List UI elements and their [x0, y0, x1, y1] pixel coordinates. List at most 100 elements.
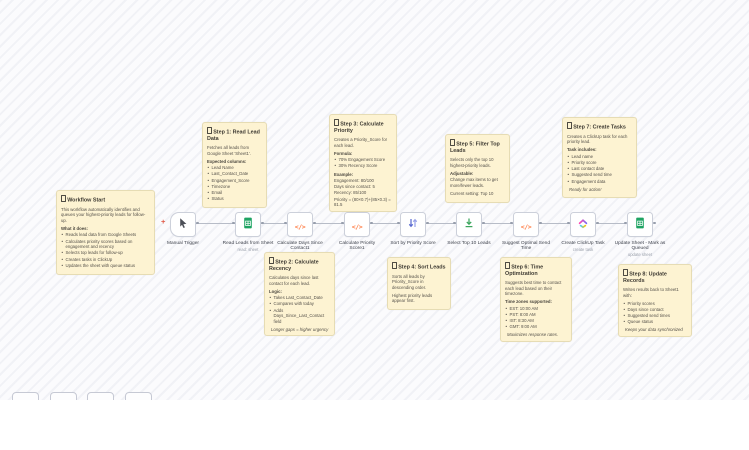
node-calculate-priority-score1[interactable]: </> Calculate Priority Score1: [331, 212, 383, 252]
node-input-port[interactable]: [341, 221, 344, 225]
missing-glyph-icon: [61, 195, 66, 202]
fit-view-button[interactable]: [87, 392, 114, 400]
missing-glyph-icon: [623, 269, 628, 276]
node-output-port[interactable]: [261, 221, 264, 225]
missing-glyph-icon: [505, 262, 510, 269]
node-output-port[interactable]: [539, 221, 542, 225]
note-paragraph: Sorts all leads by Priority_Score in des…: [392, 273, 427, 290]
note-list-item: Compares with today: [269, 301, 330, 307]
note-title: Step 8: Update Records: [623, 269, 687, 285]
node-label: Calculate Days Since Contact1: [277, 240, 323, 252]
code-icon: </>: [294, 222, 306, 231]
zoom-out-button[interactable]: [50, 392, 77, 400]
note-heading: What it does:: [61, 225, 88, 231]
node-output-port[interactable]: [370, 221, 373, 225]
node-output-port[interactable]: [653, 221, 656, 225]
missing-glyph-icon: [392, 262, 397, 269]
note-heading: Time zones supported:: [505, 299, 552, 305]
note-title: Workflow Start: [61, 195, 150, 204]
note-heading: Adjustable:: [450, 170, 474, 176]
note-example-line: Engagement: 80/100: [334, 178, 374, 184]
node-box[interactable]: [570, 212, 596, 237]
node-input-port[interactable]: [510, 221, 513, 225]
node-input-port[interactable]: [624, 221, 627, 225]
cursor-icon: [177, 216, 189, 234]
note-list: EST: 10:00 AMPST: 8:00 AMIST: 8:30 AMGMT…: [505, 306, 567, 330]
node-label: Update Sheet - Mark as Queued: [614, 240, 666, 252]
node-input-port[interactable]: [232, 221, 235, 225]
node-calculate-days-since-contact1[interactable]: </> Calculate Days Since Contact1: [274, 212, 326, 252]
reset-zoom-button[interactable]: [125, 392, 152, 400]
note-paragraph: Suggests best time to contact each lead …: [505, 280, 562, 297]
note-footnote: Keeps your data synchronized: [625, 327, 683, 333]
note-paragraph: Fetches all leads from Google Sheet 'She…: [207, 145, 251, 156]
node-label: Select Top 10 Leads: [447, 240, 491, 246]
node-label: Sort by Priority Score: [390, 240, 436, 246]
note-list-item: Suggested send times: [623, 313, 687, 319]
note-list: Reads lead data from Google SheetsCalcul…: [61, 232, 150, 268]
node-label: Calculate Priority Score1: [338, 240, 376, 252]
note-list-item: Days since contact: [623, 307, 687, 313]
note-list: Lead NameLast_Contact_DateEngagement_Sco…: [207, 165, 262, 201]
node-box[interactable]: </>: [344, 212, 370, 237]
note-title: Step 5: Filter Top Leads: [450, 139, 505, 155]
note-paragraph: Writes results back to Sheet1 with:: [623, 287, 679, 298]
missing-glyph-icon: [334, 119, 339, 126]
add-node-marker[interactable]: +: [161, 217, 166, 226]
node-select-top-10-leads[interactable]: Select Top 10 Leads: [443, 212, 495, 246]
note-footnote: Ready for action!: [569, 186, 602, 192]
node-input-port[interactable]: [397, 221, 400, 225]
note-example-line: Priority = (80×0.7)+(85×0.3) = 81.5: [334, 196, 391, 208]
node-input-port[interactable]: [567, 221, 570, 225]
node-output-port[interactable]: [426, 221, 429, 225]
note-title: Step 1: Read Lead Data: [207, 127, 262, 143]
node-box[interactable]: [627, 212, 653, 237]
node-box[interactable]: [235, 212, 261, 237]
node-manual-trigger[interactable]: Manual Trigger: [157, 212, 209, 246]
zoom-in-button[interactable]: [12, 392, 39, 400]
note-paragraph: Creates a Priority_Score for each lead.: [334, 137, 388, 148]
note-example-line: Days since contact: 5: [334, 184, 375, 190]
note-list-item: Priority score: [567, 160, 632, 166]
node-output-port[interactable]: [196, 221, 199, 225]
node-suggest-optimal-send-time[interactable]: </> Suggest Optimal Send Time: [500, 212, 552, 252]
node-output-port[interactable]: [596, 221, 599, 225]
node-sort-by-priority-score[interactable]: Sort by Priority Score: [387, 212, 439, 246]
note-list-item: Timezone: [207, 184, 262, 190]
note-heading: Example:: [334, 171, 354, 177]
node-input-port[interactable]: [284, 221, 287, 225]
note-list-item: Last contact date: [567, 166, 632, 172]
node-box[interactable]: [170, 212, 196, 237]
node-output-port[interactable]: [482, 221, 485, 225]
node-label: Suggest Optimal Send Time: [502, 240, 550, 252]
note-paragraph: Calculates days since last contact for e…: [269, 275, 319, 286]
node-box[interactable]: </>: [513, 212, 539, 237]
node-box[interactable]: </>: [287, 212, 313, 237]
note-list-item: IST: 8:30 AM: [505, 318, 567, 324]
node-box[interactable]: [456, 212, 482, 237]
node-input-port[interactable]: [453, 221, 456, 225]
node-box[interactable]: [400, 212, 426, 237]
note-title: Step 2: Calculate Recency: [269, 257, 330, 273]
node-output-port[interactable]: [313, 221, 316, 225]
note-paragraph: Highest priority leads appear first.: [392, 292, 433, 304]
note-list-item: GMT: 9:00 AM: [505, 324, 567, 330]
note-list-item: Lead name: [567, 154, 632, 160]
note-list-item: 30% Recency Score: [334, 163, 392, 169]
note-title: Step 6: Time Optimization: [505, 262, 567, 278]
clickup-icon: [577, 216, 589, 234]
